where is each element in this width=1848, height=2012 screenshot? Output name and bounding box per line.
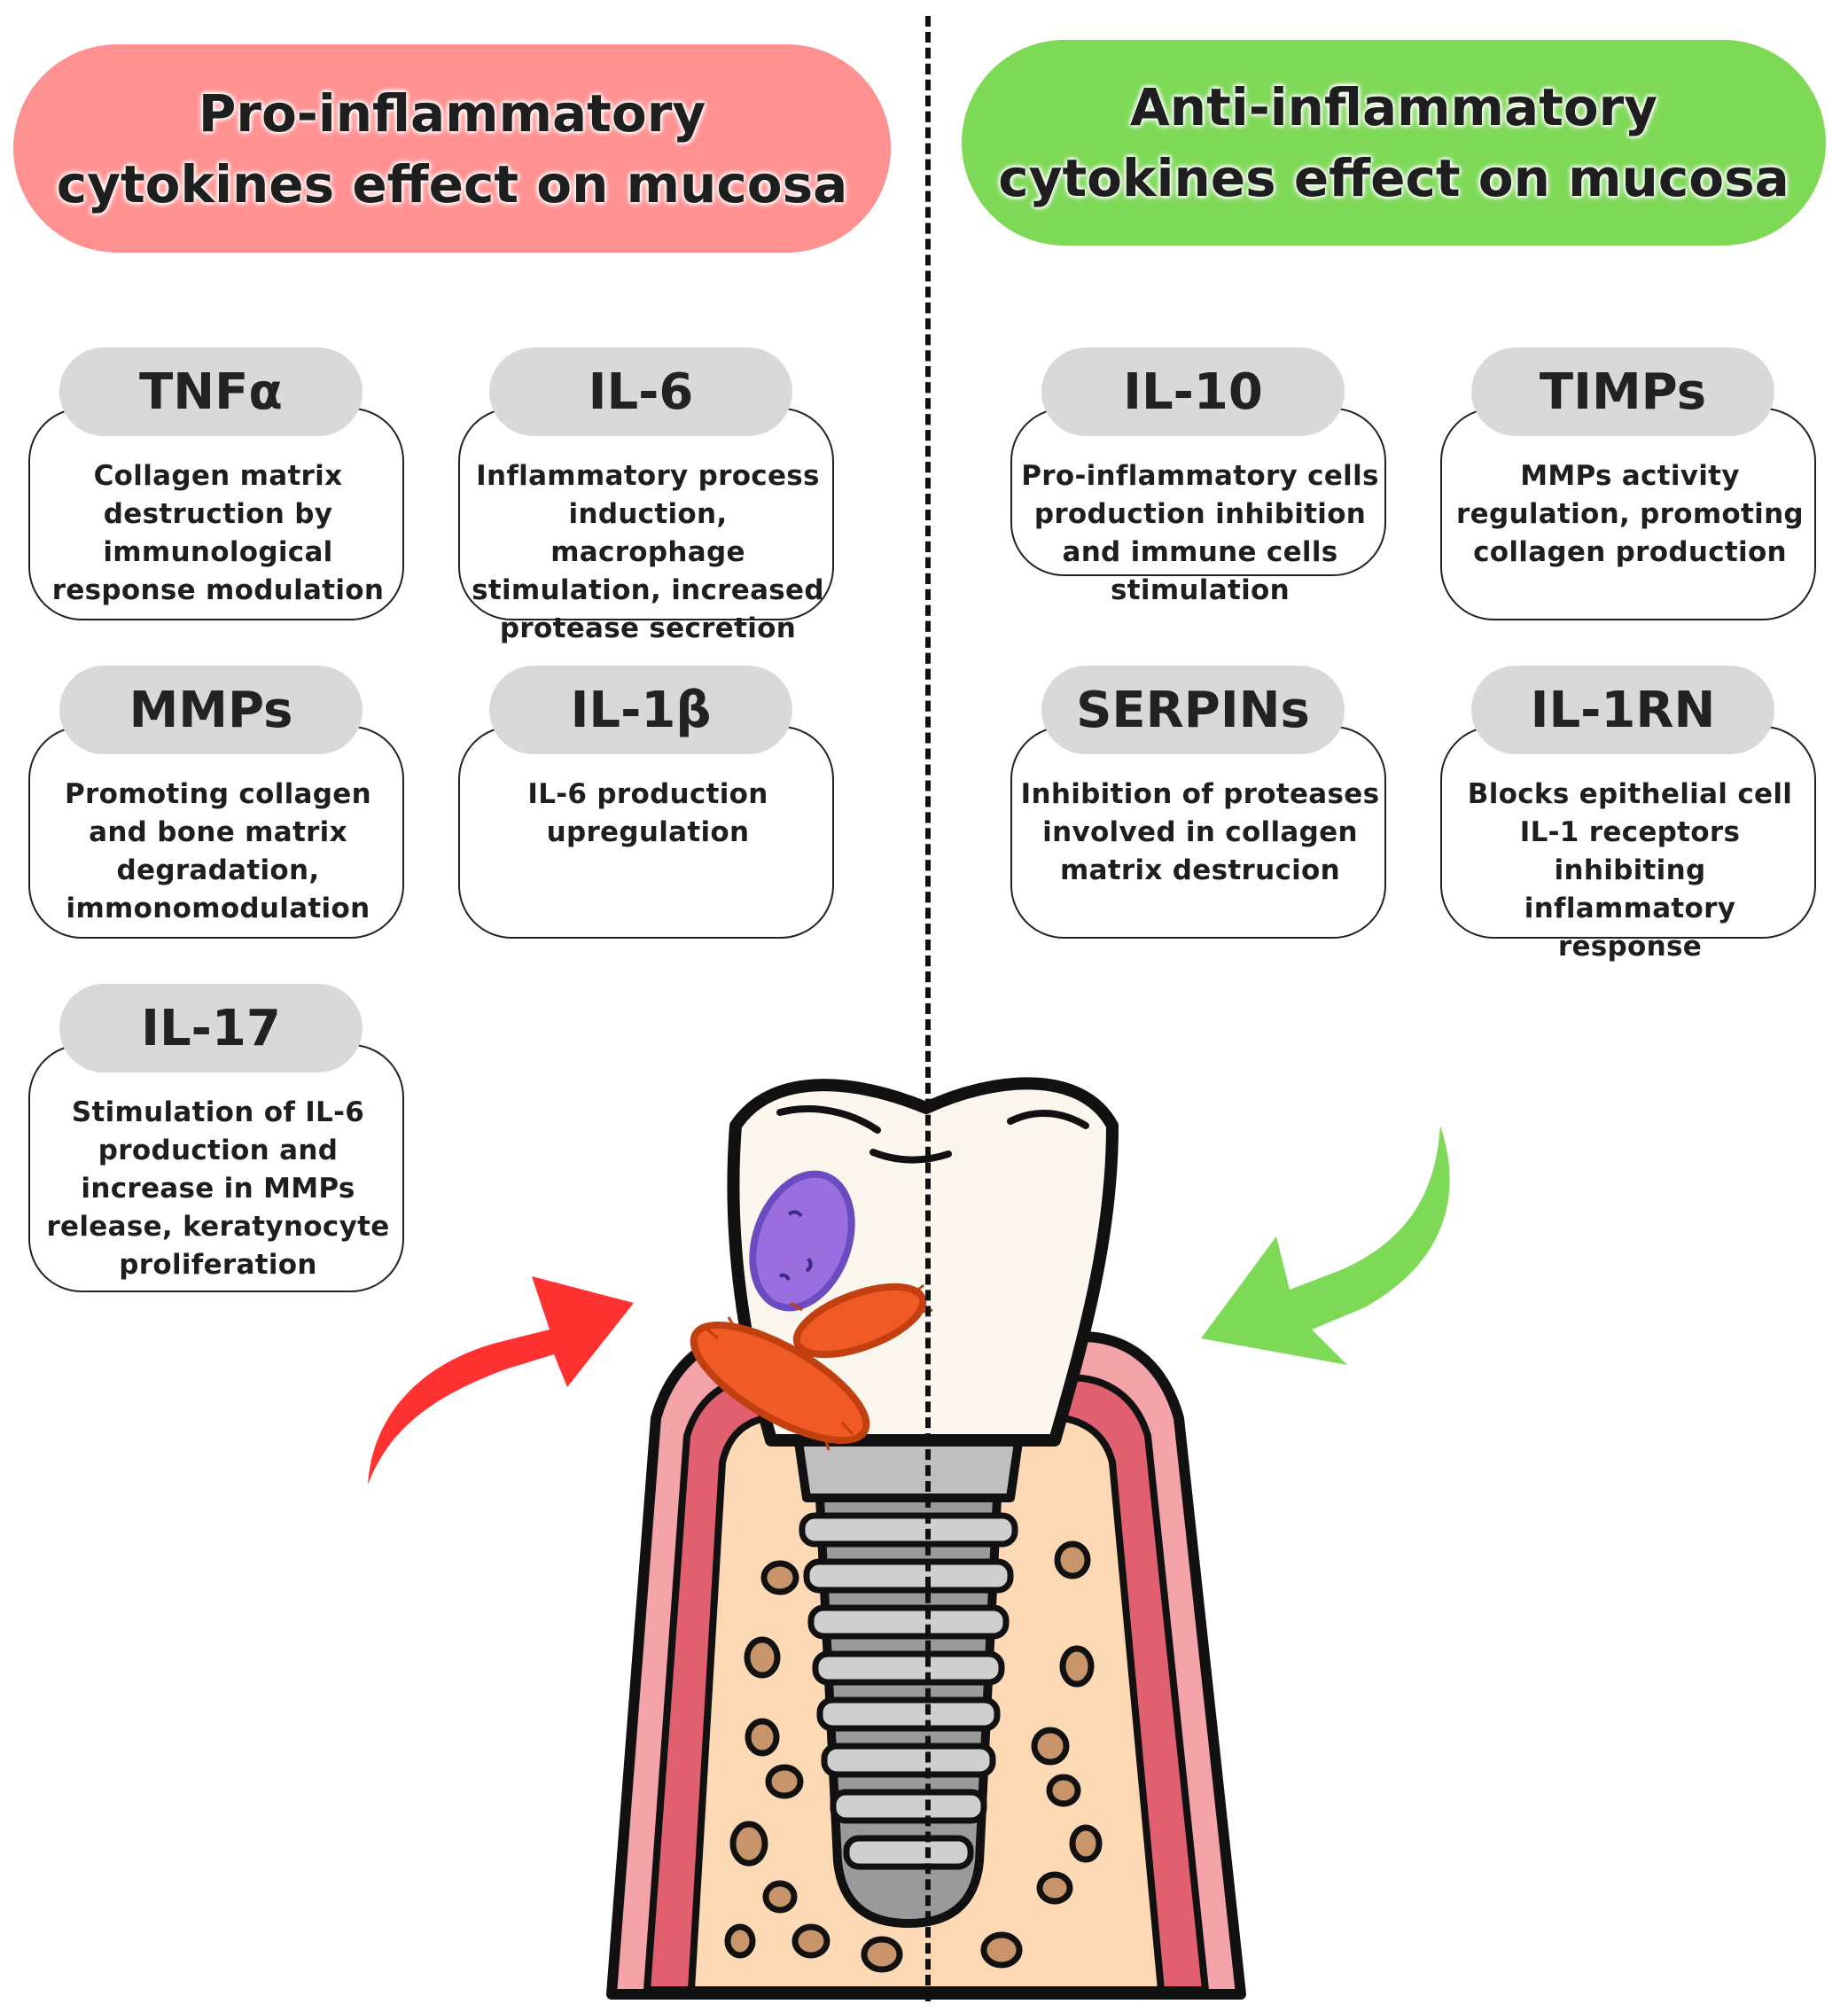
card-title: IL-6 [489,347,792,436]
center-divider-front [925,16,931,2001]
card-box [28,1044,404,1292]
bone-pores [724,1540,1103,1973]
dental-implant-icon [793,1431,1024,1928]
card-tnfa: TNFα Collagen matrix destruction by immu… [28,347,408,622]
card-description: Collagen matrix destruction by immunolog… [51,460,385,606]
card-description: Blocks epithelial cell IL-1 receptors in… [1467,778,1793,963]
card-title: SERPINs [1041,666,1345,754]
card-title: IL-1β [489,666,792,754]
card-box [1440,408,1816,620]
card-il-1b: IL-1β IL-6 production upregulation [458,666,838,940]
card-description: Inhibition of proteases involved in coll… [1020,778,1380,886]
card-box [458,408,834,620]
pro-inflammatory-title: Pro-inflammatory cytokines effect on muc… [56,82,848,214]
anti-inflammatory-title: Anti-inflammatory cytokines effect on mu… [998,77,1790,208]
card-il-1rn: IL-1RN Blocks epithelial cell IL-1 recep… [1440,666,1820,963]
card-serpins: SERPINs Inhibition of proteases involved… [1010,666,1390,940]
card-box [1440,726,1816,939]
card-title: TNFα [59,347,363,436]
green-curved-arrow-icon [1201,1126,1450,1365]
card-title: TIMPs [1471,347,1774,436]
card-mmps: MMPs Promoting collagen and bone matrix … [28,666,408,940]
card-il-6: IL-6 Inflammatory process induction, mac… [458,347,838,644]
card-title: IL-10 [1041,347,1345,436]
card-title: MMPs [59,666,363,754]
anti-inflammatory-banner: Anti-inflammatory cytokines effect on mu… [962,40,1826,246]
card-il-10: IL-10 Pro-inflammatory cells production … [1010,347,1390,606]
card-box [28,408,404,620]
card-description: IL-6 production upregulation [527,778,768,848]
card-description: MMPs activity regulation, promoting coll… [1456,460,1804,568]
pro-inflammatory-banner: Pro-inflammatory cytokines effect on muc… [13,44,891,253]
card-description: Inflammatory process induction, macropha… [472,460,824,644]
card-description: Pro-inflammatory cells production inhibi… [1021,460,1379,606]
card-box [28,726,404,939]
card-description: Promoting collagen and bone matrix degra… [65,778,371,924]
card-il-17: IL-17 Stimulation of IL-6 production and… [28,984,408,1294]
card-title: IL-17 [59,984,363,1072]
red-curved-arrow-icon [368,1276,634,1485]
card-box [1010,726,1386,939]
bacteria-icon [690,1170,933,1451]
card-description: Stimulation of IL-6 production and incre… [46,1096,390,1281]
card-title: IL-1RN [1471,666,1774,754]
card-timps: TIMPs MMPs activity regulation, promotin… [1440,347,1820,622]
